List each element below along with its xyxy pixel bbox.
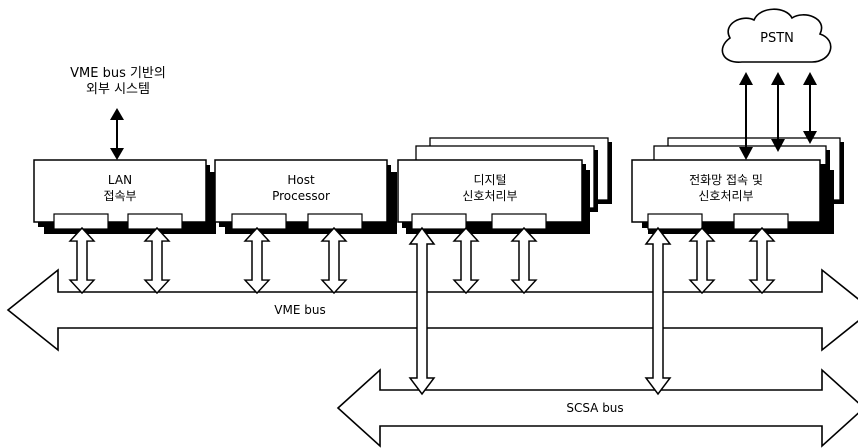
telephony-module-stack (631, 137, 844, 234)
host-processor-module (214, 159, 397, 234)
pstn-label: PSTN (760, 31, 794, 46)
scsa-bus-arrow (336, 368, 858, 448)
vme-bus-label: VME bus (274, 303, 326, 317)
dsp-module-stack (397, 137, 612, 234)
pstn-arrows (739, 72, 817, 160)
external-system-arrow (110, 108, 124, 160)
telephony-module-label: 전화망 접속 및 신호처리부 (632, 172, 820, 204)
scsa-bus-label: SCSA bus (566, 401, 624, 415)
lan-module-line1: LAN (107, 173, 133, 187)
host-module-line2: Processor (272, 189, 330, 203)
dsp-module-label: 디지털 신호처리부 (398, 172, 582, 204)
lan-module-line2: 접속부 (103, 189, 137, 203)
scsa-connector-arrows (408, 226, 672, 396)
pstn-cloud (721, 8, 832, 63)
external-system-label: VME bus 기반의 외부 시스템 (50, 66, 186, 98)
host-module-line1: Host (287, 173, 315, 187)
external-system-line1: VME bus 기반의 (70, 66, 166, 81)
lan-module (33, 159, 216, 234)
vme-bus-arrow (6, 268, 858, 352)
telephony-module-line1: 전화망 접속 및 (689, 173, 763, 187)
host-module-label: Host Processor (215, 172, 387, 204)
lan-module-label: LAN 접속부 (34, 172, 206, 204)
telephony-module-line2: 신호처리부 (698, 189, 754, 203)
external-system-line2: 외부 시스템 (86, 82, 150, 97)
dsp-module-line2: 신호처리부 (462, 189, 518, 203)
dsp-module-line1: 디지털 (473, 173, 507, 187)
